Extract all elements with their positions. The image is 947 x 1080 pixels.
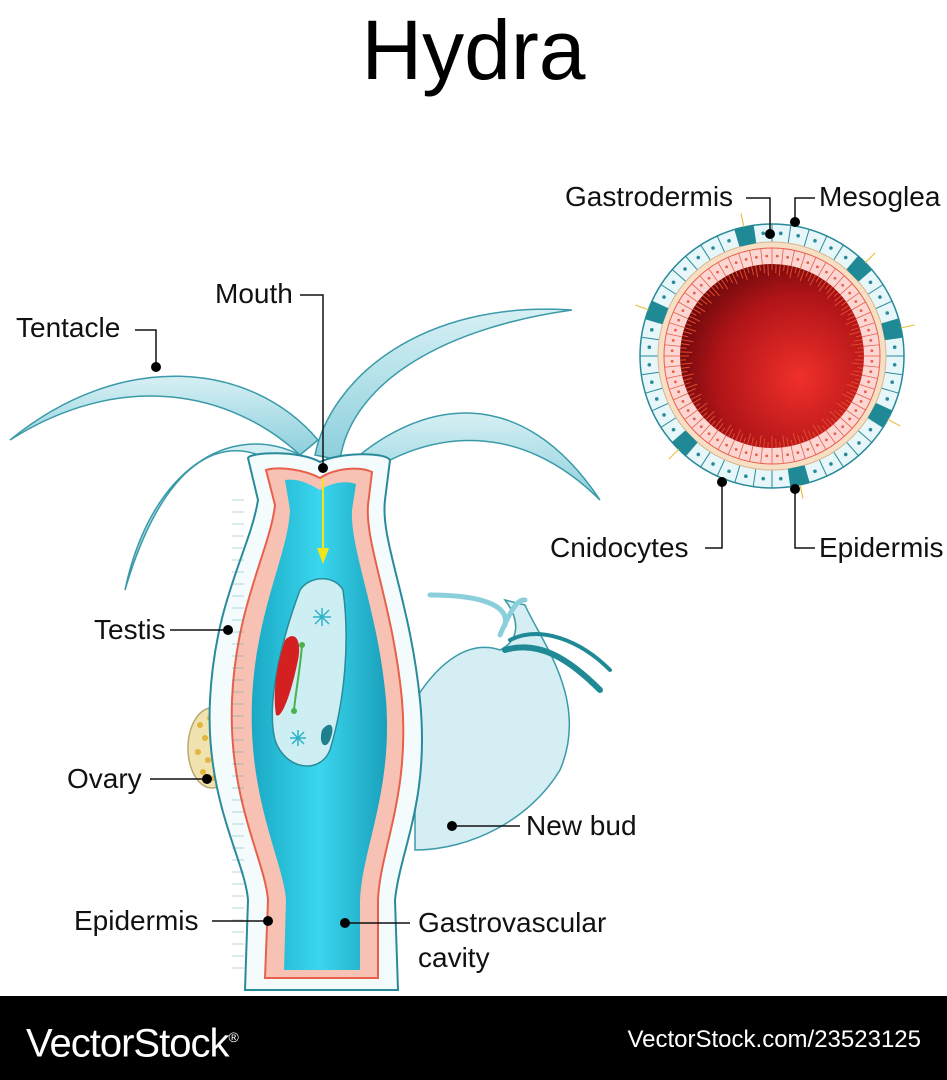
label-cnidocytes: Cnidocytes — [550, 532, 689, 563]
registered-mark: ® — [228, 1029, 238, 1045]
hydra-diagram — [9, 197, 915, 991]
diagram-title: Hydra — [361, 3, 586, 97]
new-bud — [414, 592, 612, 851]
label-mesoglea: Mesoglea — [819, 181, 941, 212]
tentacle-right — [346, 412, 601, 501]
leader-dots — [151, 217, 800, 928]
label-mouth: Mouth — [215, 278, 293, 309]
label-new-bud: New bud — [526, 810, 637, 841]
hydra-body — [208, 452, 424, 991]
tentacle-far-left — [9, 375, 320, 456]
brand-name: VectorStock — [26, 1021, 229, 1066]
label-tentacle: Tentacle — [16, 312, 121, 343]
label-epidermis-section: Epidermis — [819, 532, 944, 563]
label-ovary: Ovary — [67, 763, 142, 794]
label-cavity: cavity — [418, 942, 490, 973]
vectorstock-logo: VectorStock® — [26, 1012, 239, 1068]
leader-lines — [135, 197, 815, 924]
label-testis: Testis — [94, 614, 166, 645]
label-epidermis-body: Epidermis — [74, 905, 199, 936]
footer-bar: VectorStock® VectorStock.com/23523125 — [0, 996, 947, 1080]
label-gastrovascular: Gastrovascular — [418, 907, 607, 938]
image-reference: VectorStock.com/23523125 — [627, 1026, 921, 1053]
cross-section — [634, 213, 915, 499]
tentacle-top-center — [314, 308, 573, 461]
label-gastrodermis: Gastrodermis — [565, 181, 734, 212]
